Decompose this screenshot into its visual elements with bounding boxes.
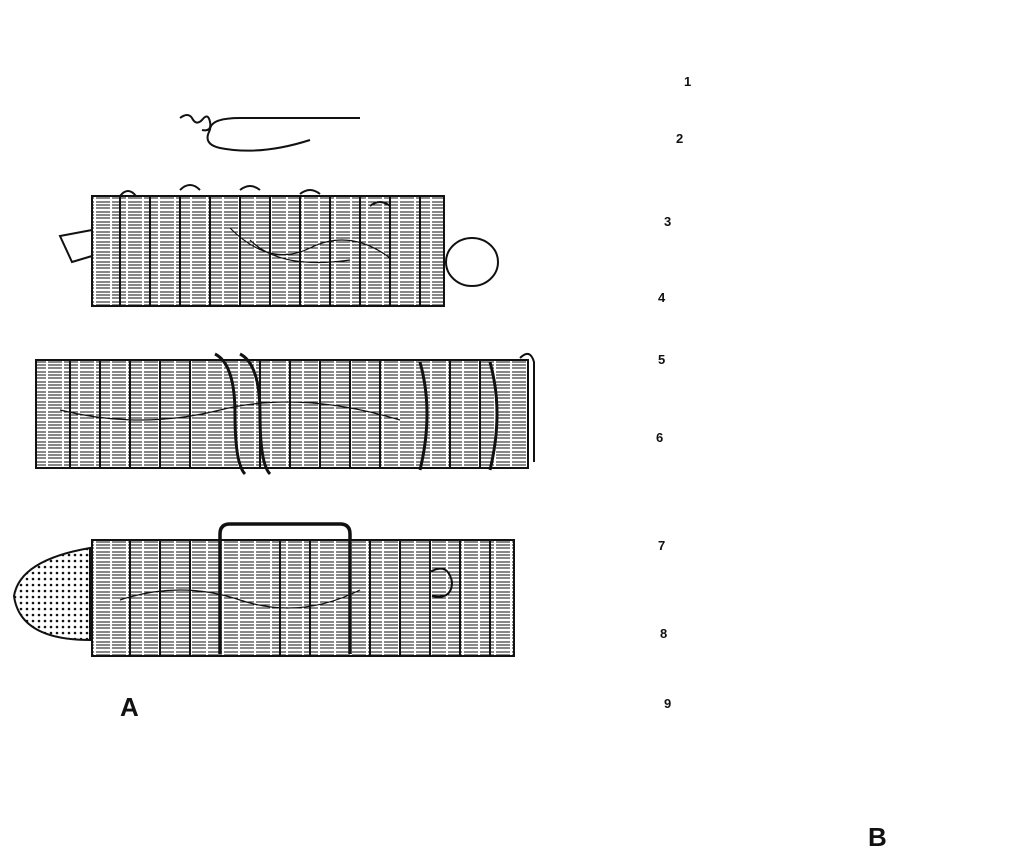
panel-a-drawings bbox=[12, 114, 535, 657]
layer-marker-9: 9 bbox=[664, 696, 672, 711]
layer-marker-6: 6 bbox=[656, 430, 664, 445]
layer-marker-1: 1 bbox=[684, 74, 692, 89]
layer-marker-4: 4 bbox=[658, 290, 666, 305]
mat-bundle-2 bbox=[35, 352, 535, 476]
loose-cord-drawing bbox=[179, 114, 360, 152]
layer-marker-8: 8 bbox=[660, 626, 668, 641]
mat-bundle-3 bbox=[12, 522, 515, 657]
layer-marker-3: 3 bbox=[664, 214, 672, 229]
mat-bundle-1 bbox=[58, 184, 499, 307]
layer-marker-7: 7 bbox=[658, 538, 666, 553]
panel-label-a: A bbox=[120, 692, 139, 722]
layer-marker-5: 5 bbox=[658, 352, 666, 367]
layer-marker-2: 2 bbox=[676, 131, 684, 146]
panel-label-b: B bbox=[868, 822, 887, 852]
